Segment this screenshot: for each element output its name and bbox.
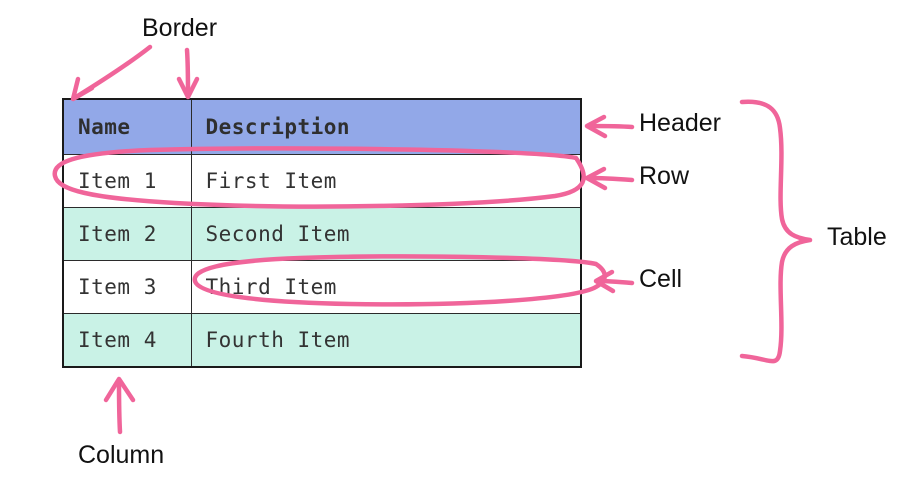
cell-name: Item 3 xyxy=(62,260,192,314)
column-arrow-icon xyxy=(103,376,136,435)
table-row: Item 3 Third Item xyxy=(62,260,582,314)
table-header-row: Name Description xyxy=(62,98,582,155)
table-row: Item 2 Second Item xyxy=(62,207,582,261)
table-header: Name Description xyxy=(62,98,582,155)
column-header-name: Name xyxy=(62,98,192,155)
cell-description: First Item xyxy=(190,154,582,208)
table-curly-brace-icon xyxy=(739,99,813,364)
annotation-label-header: Header xyxy=(639,109,721,137)
row-arrow-icon xyxy=(584,166,635,191)
table-body: Item 1 First Item Item 2 Second Item Ite… xyxy=(62,154,582,368)
cell-description: Third Item xyxy=(190,260,582,314)
cell-description: Fourth Item xyxy=(190,313,582,368)
table-row: Item 1 First Item xyxy=(62,154,582,208)
annotation-label-border: Border xyxy=(142,14,218,42)
column-header-description: Description xyxy=(190,98,582,155)
header-arrow-icon xyxy=(584,114,635,139)
annotation-label-cell: Cell xyxy=(639,265,683,293)
annotation-label-row: Row xyxy=(639,162,690,190)
annotation-label-table: Table xyxy=(827,223,887,251)
cell-name: Item 4 xyxy=(62,313,192,368)
data-table: Name Description Item 1 First Item Item … xyxy=(62,98,582,368)
annotation-label-column: Column xyxy=(78,441,165,469)
cell-description: Second Item xyxy=(190,207,582,261)
table-row: Item 4 Fourth Item xyxy=(62,313,582,368)
border-vertical-arrow-icon xyxy=(176,47,200,100)
cell-arrow-icon xyxy=(593,269,635,294)
border-diagonal-arrow-icon xyxy=(70,44,153,102)
cell-name: Item 1 xyxy=(62,154,192,208)
cell-name: Item 2 xyxy=(62,207,192,261)
